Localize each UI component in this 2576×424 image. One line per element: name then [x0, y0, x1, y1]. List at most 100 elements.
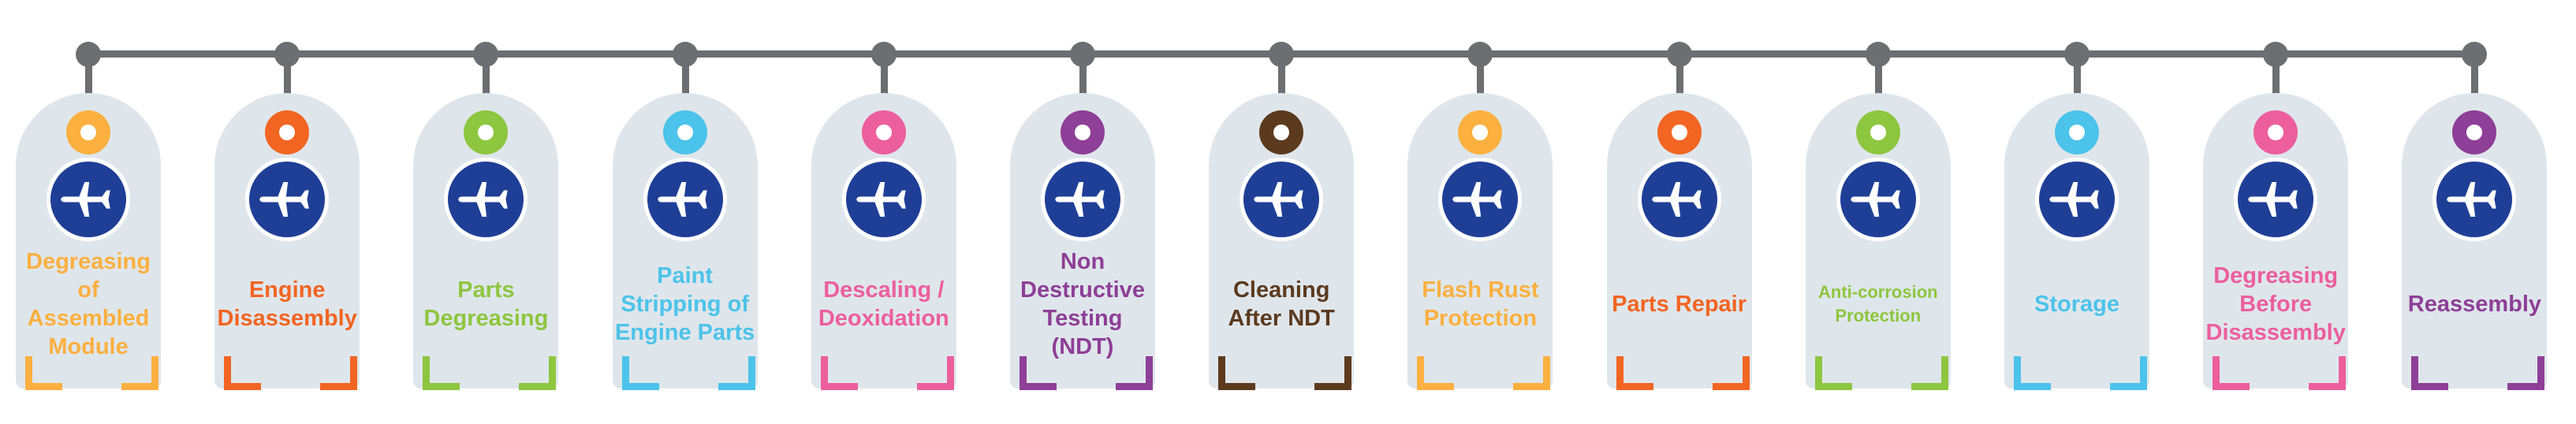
tag-string — [1477, 59, 1485, 122]
corner-bracket-right — [519, 356, 557, 390]
airplane-badge — [1637, 158, 1721, 241]
airplane-badge — [2035, 158, 2119, 241]
airplane-badge — [1836, 158, 1920, 241]
airplane-badge — [47, 158, 130, 241]
step-label: Flash Rust Protection — [1422, 277, 1539, 331]
corner-bracket-left — [2411, 356, 2449, 390]
tag-string — [681, 59, 689, 122]
corner-bracket-right — [121, 356, 158, 390]
tag-string — [284, 59, 292, 122]
corner-bracket-right — [916, 356, 954, 390]
airplane-icon — [259, 182, 309, 217]
rail-node — [473, 42, 499, 67]
tag-eyelet — [1855, 110, 1900, 154]
rail-node — [2064, 42, 2090, 67]
airplane-icon — [1651, 182, 1702, 217]
step-label: Degreasing Before Disassembly — [2205, 263, 2346, 345]
tag-eyelet — [2055, 110, 2099, 154]
rail-node — [672, 42, 698, 67]
rail-node — [2263, 42, 2289, 67]
step-tag: Parts Degreasing — [407, 0, 565, 424]
tag-eyelet — [861, 110, 906, 154]
rail-node — [1865, 42, 1891, 67]
step-label: Descaling / Deoxidation — [818, 277, 949, 331]
rail-node — [2462, 42, 2488, 67]
step-tag: Anti-corrosion Protection — [1799, 0, 1957, 424]
corner-bracket-left — [224, 356, 262, 390]
corner-bracket-right — [2309, 356, 2347, 390]
step-label: Storage — [2034, 292, 2119, 317]
airplane-icon — [657, 182, 707, 217]
step-tag: Engine Disassembly — [208, 0, 366, 424]
tag-eyelet — [464, 110, 509, 154]
step-tag: Reassembly — [2395, 0, 2553, 424]
tag-string — [880, 59, 888, 122]
airplane-icon — [61, 182, 110, 217]
rail-node — [1666, 42, 1692, 67]
step-tag: Cleaning After NDT — [1202, 0, 1360, 424]
corner-bracket-right — [1911, 356, 1948, 390]
corner-bracket-left — [1020, 356, 1057, 390]
corner-bracket-left — [2014, 356, 2051, 390]
step-label: Anti-corrosion Protection — [1818, 282, 1938, 325]
step-label: Paint Stripping of Engine Parts — [614, 263, 755, 345]
rail-node — [870, 42, 897, 67]
tag-string — [1676, 59, 1683, 122]
step-label: Engine Disassembly — [217, 277, 357, 331]
tag-eyelet — [662, 110, 707, 154]
airplane-badge — [1041, 158, 1124, 241]
corner-bracket-left — [1814, 356, 1852, 390]
step-label: Cleaning After NDT — [1228, 277, 1335, 331]
corner-bracket-left — [25, 356, 62, 390]
tag-string — [1079, 59, 1087, 122]
tag-string — [483, 59, 490, 122]
rail-node — [76, 42, 101, 67]
rail-node — [1269, 42, 1295, 67]
tag-eyelet — [2452, 110, 2497, 154]
corner-bracket-left — [423, 356, 460, 390]
rail-node — [1467, 42, 1493, 67]
step-tag: Degreasing Before Disassembly — [2197, 0, 2354, 424]
step-label: Parts Degreasing — [423, 277, 549, 331]
airplane-icon — [856, 182, 906, 217]
corner-bracket-left — [1218, 356, 1256, 390]
airplane-badge — [841, 158, 926, 241]
step-tag: Descaling / Deoxidation — [805, 0, 963, 424]
airplane-badge — [643, 158, 727, 241]
airplane-badge — [444, 158, 528, 241]
corner-bracket-left — [820, 356, 858, 390]
tag-eyelet — [1458, 110, 1503, 154]
airplane-badge — [1438, 158, 1523, 241]
tag-string — [1874, 59, 1882, 122]
corner-bracket-right — [1712, 356, 1750, 390]
step-label: Degreasing of Assembled Module — [26, 249, 151, 359]
rail-node — [274, 42, 300, 67]
step-tag: Non Destructive Testing (NDT) — [1004, 0, 1161, 424]
corner-bracket-right — [1513, 356, 1551, 390]
tag-eyelet — [1061, 110, 1105, 154]
corner-bracket-right — [2507, 356, 2545, 390]
step-label: Reassembly — [2407, 292, 2542, 317]
tag-eyelet — [66, 110, 110, 154]
airplane-icon — [2248, 182, 2298, 217]
airplane-badge — [245, 158, 330, 241]
corner-bracket-left — [2213, 356, 2250, 390]
corner-bracket-right — [2110, 356, 2147, 390]
airplane-icon — [2447, 182, 2497, 217]
tag-eyelet — [1259, 110, 1304, 154]
corner-bracket-right — [1116, 356, 1153, 390]
corner-bracket-left — [621, 356, 659, 390]
step-tag: Paint Stripping of Engine Parts — [606, 0, 764, 424]
step-label: Non Destructive Testing (NDT) — [1020, 249, 1145, 359]
tag-string — [85, 59, 92, 122]
tag-string — [2272, 59, 2280, 122]
airplane-icon — [458, 182, 509, 217]
rail-node — [1070, 42, 1095, 67]
tag-string — [1278, 59, 1286, 122]
step-label: Parts Repair — [1612, 292, 1747, 317]
tag-eyelet — [2254, 110, 2298, 154]
airplane-icon — [1055, 182, 1105, 217]
step-tag: Flash Rust Protection — [1401, 0, 1559, 424]
corner-bracket-left — [1417, 356, 1455, 390]
